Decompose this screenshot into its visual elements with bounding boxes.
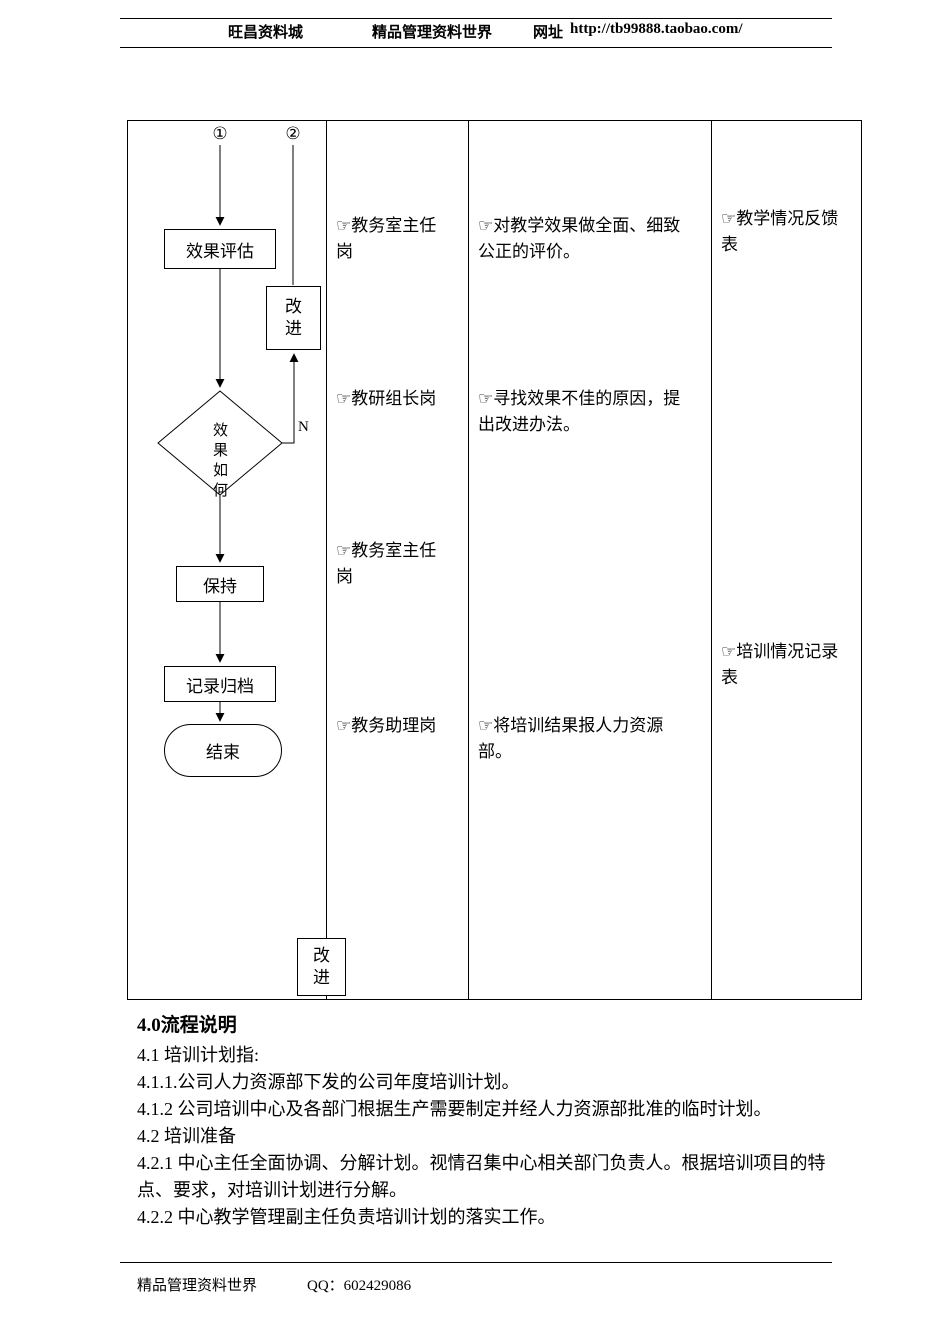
header-rule-top <box>120 18 832 19</box>
document-text-1: 教学情况反馈表 <box>721 209 839 254</box>
hand-bullet-icon: ☞ <box>478 716 494 736</box>
node-keep-label: 保持 <box>203 576 237 596</box>
column-divider-3 <box>711 121 712 999</box>
document-item-1: ☞教学情况反馈表 <box>721 206 848 258</box>
footer-qq: QQ：602429086 <box>307 1278 412 1294</box>
node-archive-label: 记录归档 <box>186 676 254 696</box>
node-end: 结束 <box>164 724 282 777</box>
flow-table: ① ② 效果评估 改进 效果如何 N 保持 记录归档 结束 改进 ☞教务室主任岗… <box>127 120 862 1000</box>
role-text-3: 教务室主任岗 <box>336 541 437 586</box>
note-item-5: 4.2.1 中心主任全面协调、分解计划。视情召集中心相关部门负责人。根据培训项目… <box>137 1153 826 1200</box>
note-item-6: 4.2.2 中心教学管理副主任负责培训计划的落实工作。 <box>137 1207 556 1227</box>
column-divider-2 <box>468 121 469 999</box>
note-item-4: 4.2 培训准备 <box>137 1126 236 1146</box>
header-site2: 精品管理资料世界 <box>372 25 493 41</box>
document-item-2: ☞培训情况记录表 <box>721 639 848 691</box>
offpage-connector-1: ① <box>212 124 228 143</box>
hand-bullet-icon: ☞ <box>478 389 494 409</box>
process-notes: 4.0流程说明 4.1 培训计划指: 4.1.1.公司人力资源部下发的公司年度培… <box>137 1012 851 1231</box>
description-item-2: ☞寻找效果不佳的原因，提出改进办法。 <box>478 386 690 438</box>
hand-bullet-icon: ☞ <box>721 209 737 229</box>
hand-bullet-icon: ☞ <box>336 541 352 561</box>
description-item-1: ☞对教学效果做全面、细致公正的评价。 <box>478 213 690 265</box>
notes-title: 4.0流程说明 <box>137 1015 237 1036</box>
header-url-link[interactable]: http://tb99888.taobao.com/ <box>570 21 743 37</box>
node-improve-label: 改进 <box>285 297 302 338</box>
page-header: 旺昌资料城 精品管理资料世界 网址 http://tb99888.taobao.… <box>120 14 832 54</box>
note-item-2: 4.1.1.公司人力资源部下发的公司年度培训计划。 <box>137 1072 520 1092</box>
header-site1: 旺昌资料城 <box>228 25 304 41</box>
node-decision-label: 效果如何 <box>212 423 228 499</box>
description-item-3: ☞将培训结果报人力资源部。 <box>478 713 683 765</box>
node-end-label: 结束 <box>206 743 240 762</box>
node-improve-bottom-label: 改进 <box>313 946 330 987</box>
role-text-1: 教务室主任岗 <box>336 216 437 261</box>
flowchart-connectors <box>157 145 299 722</box>
description-text-3: 将培训结果报人力资源部。 <box>478 716 664 761</box>
footer-rule <box>120 1262 832 1263</box>
header-url-label: 网址 <box>533 25 564 41</box>
header-rule-bottom <box>120 47 832 48</box>
footer-site: 精品管理资料世界 <box>137 1278 258 1294</box>
description-text-1: 对教学效果做全面、细致公正的评价。 <box>478 216 681 261</box>
arrow-decision-no-to-improve <box>282 353 299 444</box>
node-improve-bottom: 改进 <box>297 938 346 996</box>
hand-bullet-icon: ☞ <box>336 389 352 409</box>
node-evaluate: 效果评估 <box>164 229 276 269</box>
hand-bullet-icon: ☞ <box>721 642 737 662</box>
offpage-connector-2: ② <box>285 124 301 143</box>
column-divider-1 <box>326 121 327 999</box>
role-item-1: ☞教务室主任岗 <box>336 213 448 265</box>
node-keep: 保持 <box>176 566 264 602</box>
role-text-4: 教务助理岗 <box>351 716 437 735</box>
hand-bullet-icon: ☞ <box>336 216 352 236</box>
role-item-2: ☞教研组长岗 <box>336 386 456 412</box>
decision-no-label: N <box>298 419 309 435</box>
note-item-1: 4.1 培训计划指: <box>137 1045 260 1065</box>
node-evaluate-label: 效果评估 <box>186 241 254 261</box>
node-archive: 记录归档 <box>164 666 276 702</box>
page-footer: 精品管理资料世界 QQ：602429086 <box>120 1262 832 1302</box>
node-improve: 改进 <box>266 286 321 350</box>
role-item-3: ☞教务室主任岗 <box>336 538 448 590</box>
description-text-2: 寻找效果不佳的原因，提出改进办法。 <box>478 389 681 434</box>
role-text-2: 教研组长岗 <box>351 389 437 408</box>
hand-bullet-icon: ☞ <box>336 716 352 736</box>
note-item-3: 4.1.2 公司培训中心及各部门根据生产需要制定并经人力资源部批准的临时计划。 <box>137 1099 772 1119</box>
hand-bullet-icon: ☞ <box>478 216 494 236</box>
document-text-2: 培训情况记录表 <box>721 642 839 687</box>
role-item-4: ☞教务助理岗 <box>336 713 456 739</box>
